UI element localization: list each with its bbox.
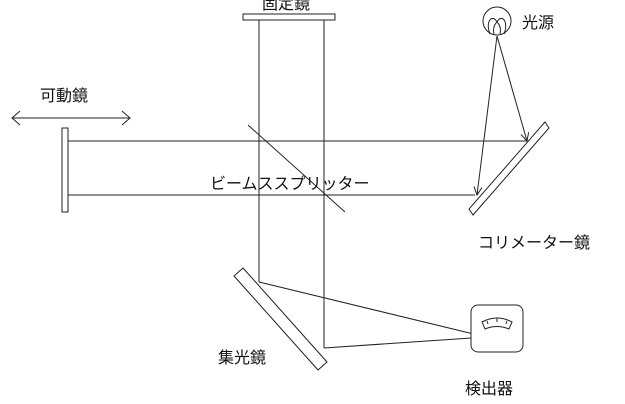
light-source-bulb xyxy=(482,6,512,36)
light-source-label: 光源 xyxy=(522,13,554,32)
detector-body xyxy=(470,304,524,353)
movable-mirror xyxy=(61,127,69,213)
beam-splitter-label: ビームススプリッター xyxy=(210,174,370,193)
collimator-mirror-label: コリメーター鏡 xyxy=(478,233,590,252)
ray-source-to-collimator-left xyxy=(477,35,498,195)
ray-condenser-to-detector-lower xyxy=(323,336,487,349)
detector-meter-icon xyxy=(481,317,513,330)
fixed-mirror xyxy=(242,13,336,21)
detector-label: 検出器 xyxy=(465,379,513,398)
fixed-mirror-label: 固定鏡 xyxy=(262,0,310,13)
light-source-filament-inner xyxy=(493,21,501,35)
movement-arrow-right-head xyxy=(121,110,131,126)
movable-mirror-label: 可動鏡 xyxy=(40,86,88,105)
movement-arrow-left-head xyxy=(11,110,21,126)
condenser-mirror-label: 集光鏡 xyxy=(218,348,266,367)
detector-meter-tick xyxy=(505,320,508,325)
ray-source-to-collimator-right xyxy=(496,35,527,141)
detector-meter-tick xyxy=(486,320,489,325)
condenser-mirror xyxy=(233,267,328,371)
beam-splitter xyxy=(247,124,346,213)
ray-condenser-to-detector-upper xyxy=(258,281,487,338)
collimator-mirror xyxy=(468,121,550,216)
